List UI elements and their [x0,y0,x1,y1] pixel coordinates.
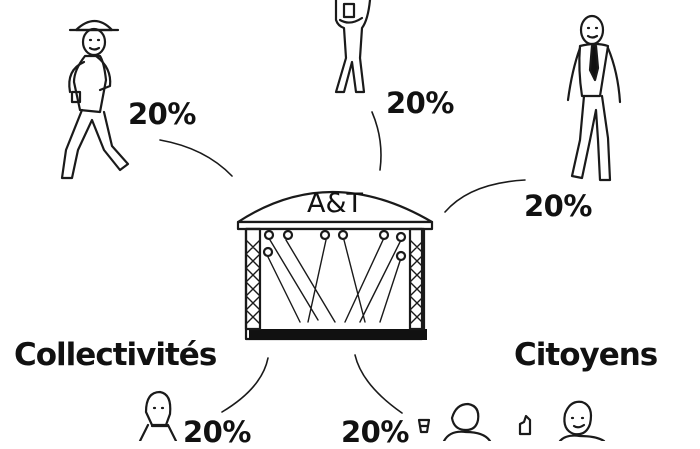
percentage-label-business: 20% [524,189,592,223]
person-suit-icon [566,14,622,182]
person-badge-icon [334,0,372,94]
person-citizen-icon [417,402,492,441]
percentage-label-professionals: 20% [386,86,454,120]
stage-illustration [236,191,434,341]
person-thumbs-up-icon [518,400,606,441]
group-label-citoyens: Citoyens [514,337,658,373]
connector-lines [159,111,526,414]
percentage-label-tourists: 20% [128,97,196,131]
person-hat-walker-icon [60,19,130,180]
group-label-collectivites: Collectivités [14,337,217,373]
percentage-label-citoyens: 20% [341,415,409,449]
person-woman-icon [138,390,178,441]
percentage-label-collectivites: 20% [183,415,251,449]
stage-label: A&T [307,188,364,219]
